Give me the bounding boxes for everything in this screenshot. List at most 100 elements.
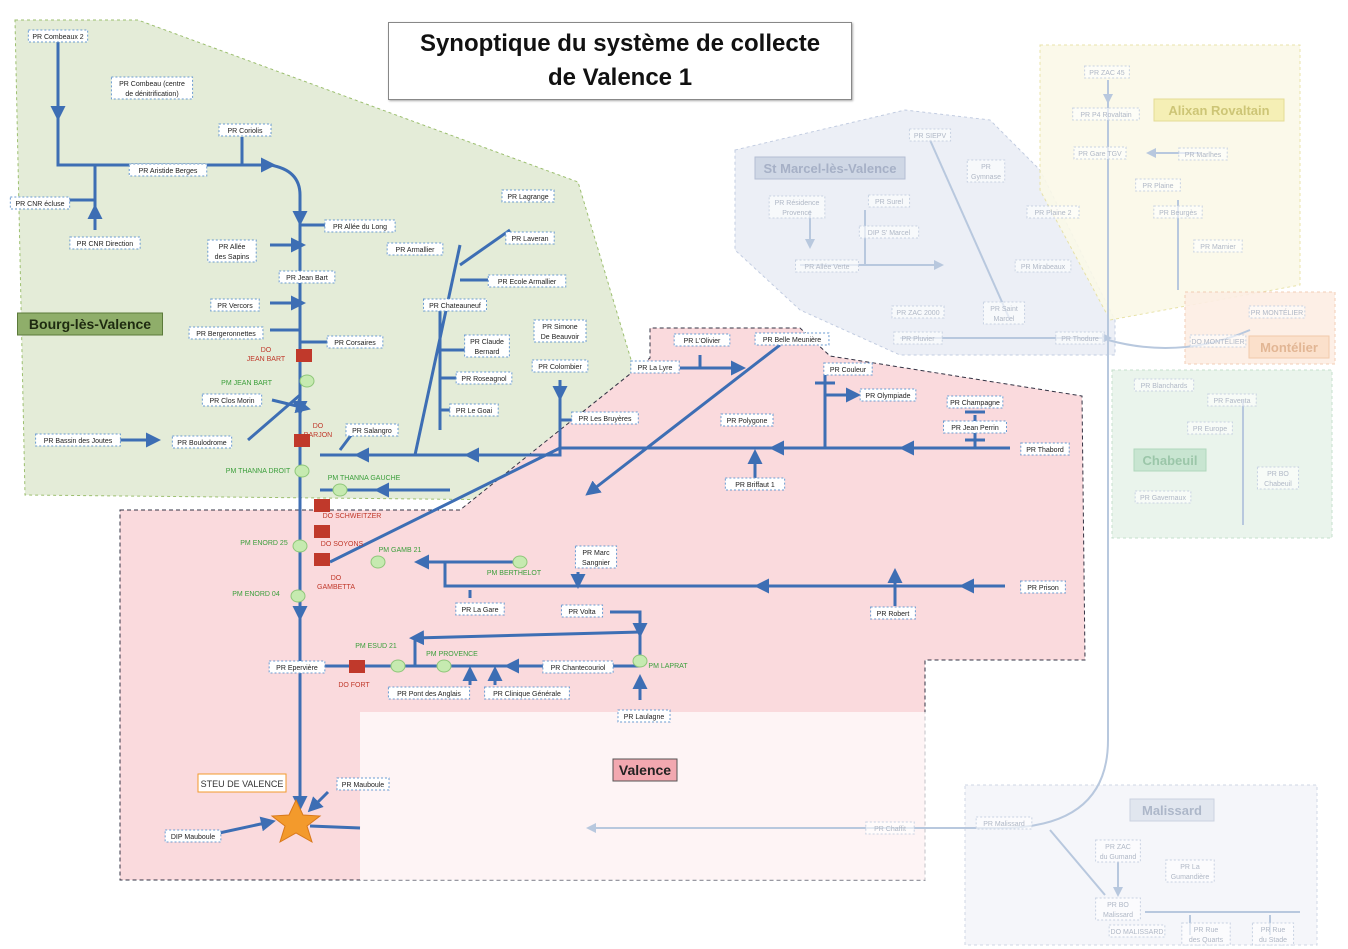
station-pr-eperviere[interactable]: PR Epervière <box>268 660 326 674</box>
station-pr-mauboule[interactable]: PR Mauboule <box>336 777 390 791</box>
station-pr-cnr-direction[interactable]: PR CNR Direction <box>69 236 141 250</box>
station-pr-armallier[interactable]: PR Armallier <box>386 242 444 256</box>
pm-pm-jean-bart[interactable]: PM JEAN BART <box>221 374 315 388</box>
station-pr-aristide-berges[interactable]: PR Aristide Berges <box>128 163 208 177</box>
station-pr-le-goai[interactable]: PR Le Goai <box>449 403 499 417</box>
station-pr-chaffit[interactable]: PR Chaffit <box>865 821 915 835</box>
station-pr-chantecouriol[interactable]: PR Chantecouriol <box>542 660 614 674</box>
station-pr-la-lyre[interactable]: PR La Lyre <box>630 360 680 374</box>
station-pr-ecole-armallier[interactable]: PR Ecole Armallier <box>487 274 567 288</box>
station-pr-pont-des-anglais[interactable]: PR Pont des Anglais <box>387 686 471 700</box>
station-pr-salangro[interactable]: PR Salangro <box>345 423 399 437</box>
station-pr-jean-perrin[interactable]: PR Jean Perrin <box>943 420 1007 434</box>
station-pr-cnr-ecluse[interactable]: PR CNR écluse <box>9 196 71 210</box>
station-pr-thabord[interactable]: PR Thabord <box>1020 442 1070 456</box>
station-pr-chateauneuf[interactable]: PR Chateauneuf <box>423 298 487 312</box>
station-pr-laveran[interactable]: PR Laveran <box>505 231 555 245</box>
station-pr-colombier[interactable]: PR Colombier <box>531 359 589 373</box>
station-dip-s-marcel[interactable]: DIP S' Marcel <box>858 225 920 239</box>
station-pr-corsaires[interactable]: PR Corsaires <box>326 335 384 349</box>
pm-pm-gamb-21[interactable]: PM GAMB 21 <box>370 547 421 569</box>
station-pr-briffaut-1[interactable]: PR Briffaut 1 <box>724 477 786 491</box>
pm-pm-enord-04[interactable]: PM ENORD 04 <box>232 589 306 603</box>
pm-pm-provence[interactable]: PM PROVENCE <box>426 651 478 673</box>
station-pr-boulodrome[interactable]: PR Boulodrome <box>171 435 233 449</box>
do-do-fort[interactable]: DO FORT <box>338 660 370 689</box>
station-pr-bassin-des-joutes[interactable]: PR Bassin des Joutes <box>35 433 121 447</box>
station-pr-zac-45[interactable]: PR ZAC 45 <box>1084 65 1130 79</box>
station-pr-lagrange[interactable]: PR Lagrange <box>501 189 555 203</box>
station-pr-jean-bart[interactable]: PR Jean Bart <box>278 270 336 284</box>
station-pr-europe[interactable]: PR Europe <box>1187 421 1233 435</box>
pm-pm-enord-25[interactable]: PM ENORD 25 <box>240 539 308 553</box>
steu-station[interactable]: STEU DE VALENCE <box>197 773 322 844</box>
station-pr-clos-morin[interactable]: PR Clos Morin <box>201 393 263 407</box>
station-dip-mauboule[interactable]: DIP Mauboule <box>164 829 222 843</box>
pm-pm-esud-21[interactable]: PM ESUD 21 <box>355 643 406 673</box>
station-pr-plaine[interactable]: PR Plaine <box>1135 178 1181 192</box>
station-pr-gavernaux[interactable]: PR Gavernaux <box>1134 490 1192 504</box>
station-pr-blanchards[interactable]: PR Blanchards <box>1133 378 1195 392</box>
station-pr-mirabeaux[interactable]: PR Mirabeaux <box>1014 259 1072 273</box>
station-pr-belle-meuniere[interactable]: PR Belle Meunière <box>754 332 830 346</box>
station-pr-vercors[interactable]: PR Vercors <box>210 298 260 312</box>
station-pr-surel[interactable]: PR Surel <box>867 194 911 208</box>
station-pr-siepv[interactable]: PR SIEPV <box>908 128 952 142</box>
pm-pm-thanna-gauche[interactable]: PM THANNA GAUCHE <box>328 475 401 497</box>
station-pr-marnier[interactable]: PR Marnier <box>1193 239 1243 253</box>
station-pr-zac-2000[interactable]: PR ZAC 2000 <box>891 305 945 319</box>
pm-pm-berthelot[interactable]: PM BERTHELOT <box>487 555 542 577</box>
station-pr-p4-rovaltain[interactable]: PR P4 Rovaltain <box>1072 107 1140 121</box>
pm-pm-laprat[interactable]: PM LAPRAT <box>632 654 688 670</box>
station-pr-la-gare[interactable]: PR La Gare <box>455 602 505 616</box>
station-pr-clinique-generale[interactable]: PR Clinique Générale <box>484 686 570 700</box>
station-pr-malissard[interactable]: PR Malissard <box>975 816 1033 830</box>
station-pr-l-olivier[interactable]: PR L'Olivier <box>673 333 731 347</box>
pm-pm-thanna-droit[interactable]: PM THANNA DROIT <box>226 464 310 478</box>
station-pr-roseagnol[interactable]: PR Roseagnol <box>455 371 513 385</box>
station-pr-coriolis[interactable]: PR Coriolis <box>218 123 272 137</box>
station-pr-marlhes[interactable]: PR Marlhes <box>1178 147 1228 161</box>
station-pr-allee-verte[interactable]: PR Allée Verte <box>795 259 859 273</box>
station-pr-laulagne[interactable]: PR Laulagne <box>617 709 671 723</box>
do-do-schweitzer[interactable]: DO SCHWEITZER <box>314 499 381 520</box>
station-pr-polygone[interactable]: PR Polygone <box>720 413 774 427</box>
station-pr-montelier[interactable]: PR MONTÉLIER <box>1248 305 1306 319</box>
station-pr-les-bruyeres[interactable]: PR Les Bruyères <box>571 411 639 425</box>
station-pr-faventa[interactable]: PR Faventa <box>1207 393 1257 407</box>
station-pr-gare-tgv[interactable]: PR Gare TGV <box>1073 146 1127 160</box>
station-pr-pluvier[interactable]: PR Pluvier <box>893 331 943 345</box>
station-pr-thodure[interactable]: PR Thodure <box>1055 331 1105 345</box>
station-pr-robert[interactable]: PR Robert <box>870 606 916 620</box>
station-pr-champagne[interactable]: PR Champagne <box>946 395 1004 409</box>
station-pr-bergeronnettes[interactable]: PR Bergeronnettes <box>188 326 264 340</box>
do-do-soyons[interactable]: DO SOYONS <box>314 525 364 548</box>
station-pr-olympiade[interactable]: PR Olympiade <box>859 388 917 402</box>
station-pr-allee-du-long[interactable]: PR Allée du Long <box>324 219 396 233</box>
station-pr-combeaux-2[interactable]: PR Combeaux 2 <box>27 29 89 43</box>
station-pr-beurges[interactable]: PR Beurgès <box>1153 205 1203 219</box>
station-pr-prison[interactable]: PR Prison <box>1020 580 1066 594</box>
station-do-malissard[interactable]: DO MALISSARD <box>1108 924 1166 938</box>
station-pr-plaine-2[interactable]: PR Plaine 2 <box>1026 205 1080 219</box>
station-do-montelier[interactable]: DO MONTÉLIER <box>1189 334 1247 348</box>
station-pr-couleur[interactable]: PR Couleur <box>823 362 873 376</box>
station-pr-volta[interactable]: PR Volta <box>560 604 604 618</box>
